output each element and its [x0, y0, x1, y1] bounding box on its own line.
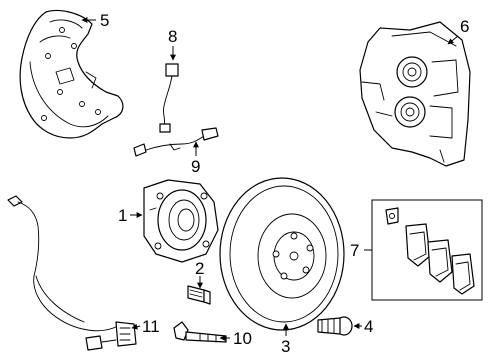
brake-pad-4 [451, 253, 475, 295]
brake-pads-box [371, 199, 483, 301]
brake-pad-2 [405, 223, 431, 267]
bolt-long [173, 321, 227, 343]
callout-11: 11 [142, 317, 160, 336]
callout-leaders [81, 17, 459, 341]
bolt-small [317, 316, 353, 336]
wheel-hub [143, 179, 219, 263]
callout-7: 7 [350, 241, 359, 260]
leader-11 [131, 323, 141, 330]
callout-3: 3 [281, 337, 290, 356]
wear-sensor-lower [133, 127, 219, 157]
callout-1: 1 [118, 206, 127, 225]
callout-labels: 5 8 9 6 7 1 2 3 4 10 11 [100, 11, 469, 356]
wear-sensor-upper [159, 63, 179, 133]
abs-sensor-harness [7, 195, 137, 351]
brake-caliper [359, 21, 471, 167]
brake-disc [219, 177, 345, 331]
callout-9: 9 [191, 157, 200, 176]
leader-6 [447, 35, 459, 45]
brake-pad-3 [427, 239, 453, 283]
callout-4: 4 [364, 317, 373, 336]
callout-2: 2 [195, 259, 204, 278]
callout-8: 8 [168, 27, 177, 46]
callout-6: 6 [460, 17, 469, 36]
bolt-short [187, 285, 211, 305]
callout-10: 10 [233, 329, 252, 348]
splash-shield [19, 9, 124, 139]
brake-pad-1 [385, 207, 399, 225]
callout-5: 5 [100, 11, 109, 30]
